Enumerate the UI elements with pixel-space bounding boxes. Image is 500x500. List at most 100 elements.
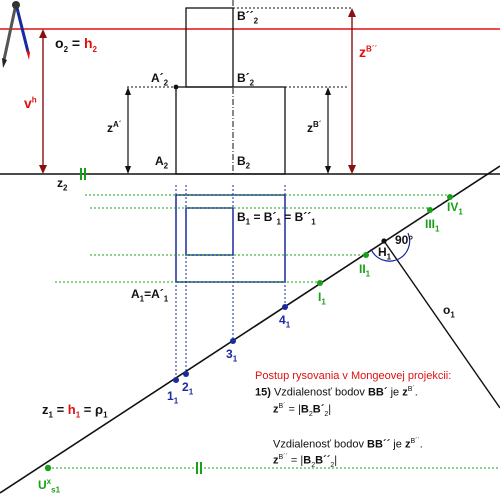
label-h1: h (67, 402, 76, 417)
compass-pencil-icon[interactable] (0, 0, 32, 70)
label-A1-eq: A1=A´1 (131, 288, 168, 303)
label-z2-sub: 2 (63, 183, 68, 193)
label-o2-h2: o2 = h2 (55, 36, 97, 54)
note-f2-b2: B´´ (315, 454, 331, 467)
label-A2p-main: A´ (151, 71, 164, 85)
label-o1-main: o (443, 303, 451, 317)
label-U-sup: x (46, 477, 52, 486)
note-line1-bb: BB´ (367, 386, 388, 399)
label-h1-sub: 1 (75, 410, 81, 420)
point-IV1 (447, 194, 453, 200)
label-vh-main: v (24, 95, 32, 111)
label-z1-sub: 1 (48, 410, 53, 420)
label-zB: zB´ (307, 121, 321, 135)
label-4-sub: 1 (285, 320, 291, 330)
label-B2-main: B (237, 154, 246, 168)
note-line2-z: z (404, 438, 411, 451)
top-rect-inner (185, 207, 234, 256)
note-f1-z: z (273, 403, 279, 416)
note-f1-b2: B´ (312, 403, 325, 416)
line-o1 (383, 240, 500, 409)
note-f1-bsub: 2 (308, 410, 313, 418)
label-U: U (38, 478, 47, 492)
label-IV1-sub: 1 (458, 207, 463, 217)
label-A2-sub: 2 (163, 161, 169, 171)
label-1-1: 11 (167, 390, 178, 405)
instruction-note: Postup rysovania v Mongeovej projekcii: … (255, 370, 495, 472)
note-line2-end: . (419, 438, 423, 451)
note-step-line: 15) Vzdialenosť bodov BB´ je zB´. (255, 383, 495, 400)
point-1-1 (173, 377, 179, 383)
label-zA-main: z (107, 121, 113, 135)
note-gap (255, 421, 495, 435)
label-B1pp: = B´´ (280, 210, 312, 224)
label-2-sub: 1 (188, 387, 194, 397)
note-line2-bb: BB´´ (367, 438, 391, 451)
note-line1-zsup: B´ (407, 386, 415, 393)
label-I1: I1 (318, 291, 326, 306)
label-A1-sub: 1 (139, 294, 145, 304)
point-A2p (173, 84, 179, 90)
label-3-1: 31 (226, 348, 237, 363)
label-A1p: =A´ (144, 287, 164, 301)
label-I1-sub: 1 (321, 297, 326, 307)
note-f1-b2sub: 2 (324, 410, 329, 418)
label-h2: h (83, 35, 93, 51)
label-vh-sup: h (31, 95, 37, 105)
point-4-1 (282, 304, 288, 310)
label-H1: H1 (378, 246, 391, 261)
label-IV1-main: IV (447, 200, 459, 214)
label-rho-eq: = (80, 402, 96, 417)
label-U-sub: s1 (51, 485, 61, 495)
label-o2: o (55, 35, 64, 51)
label-z1-eq: = (52, 402, 68, 417)
front-rect-lower (175, 86, 286, 175)
label-zB2: zB´´ (359, 45, 377, 59)
note-line2-zsup: B´´ (410, 437, 420, 445)
arrow-zB-head-bottom (325, 166, 331, 174)
label-B1-sub: 1 (245, 217, 251, 227)
label-H1-sub: 1 (386, 252, 392, 262)
note-f2-b2sub: 2 (330, 462, 335, 469)
note-f1-eq: = | (285, 403, 301, 416)
label-o1: o1 (443, 304, 455, 319)
label-H1-main: H (378, 245, 387, 259)
arrow-zB-head-top (325, 87, 331, 95)
label-B2pp: B´´2 (237, 10, 258, 25)
label-z2: z2 (57, 177, 67, 192)
label-B2-sub: 2 (245, 161, 251, 171)
point-Ux (44, 464, 52, 472)
label-III1-sub: 1 (435, 224, 440, 234)
label-II1-main: II (359, 262, 366, 276)
label-I1-main: I (318, 290, 322, 304)
label-zB-main: z (307, 121, 313, 135)
label-B2: B2 (237, 155, 250, 170)
label-vh: vh (24, 96, 37, 110)
note-f1-end: | (328, 403, 332, 416)
label-3: 3 (226, 347, 233, 361)
label-4-1: 41 (279, 314, 290, 329)
label-zB2-main: z (359, 44, 366, 60)
note-line1-mid: je (387, 386, 403, 399)
label-A1: A (131, 287, 140, 301)
arrow-zA-head-top (125, 87, 131, 95)
label-III1: III1 (425, 218, 439, 233)
label-z1: z (42, 402, 49, 417)
label-II1: II1 (359, 263, 370, 278)
arrow-zA-head-bottom (125, 166, 131, 174)
label-2: 2 (182, 380, 189, 394)
label-B2p-main: B´ (237, 71, 250, 85)
note-f2-eq: = | (287, 454, 304, 467)
label-II1-sub: 1 (365, 269, 371, 279)
point-I1 (317, 280, 323, 286)
label-Ux-s1: Uxs1 (38, 478, 60, 494)
label-B2p: B´2 (237, 72, 254, 87)
note-title: Postup rysovania v Mongeovej projekcii: (255, 370, 452, 382)
label-B2pp-main: B´´ (237, 9, 254, 23)
label-IV1: IV1 (447, 201, 463, 216)
note-line2-mid: je (390, 438, 405, 451)
note-f2-bsub: 2 (311, 462, 316, 469)
note-f2-end: | (334, 454, 338, 467)
label-B1p-sub: 1 (276, 217, 281, 227)
